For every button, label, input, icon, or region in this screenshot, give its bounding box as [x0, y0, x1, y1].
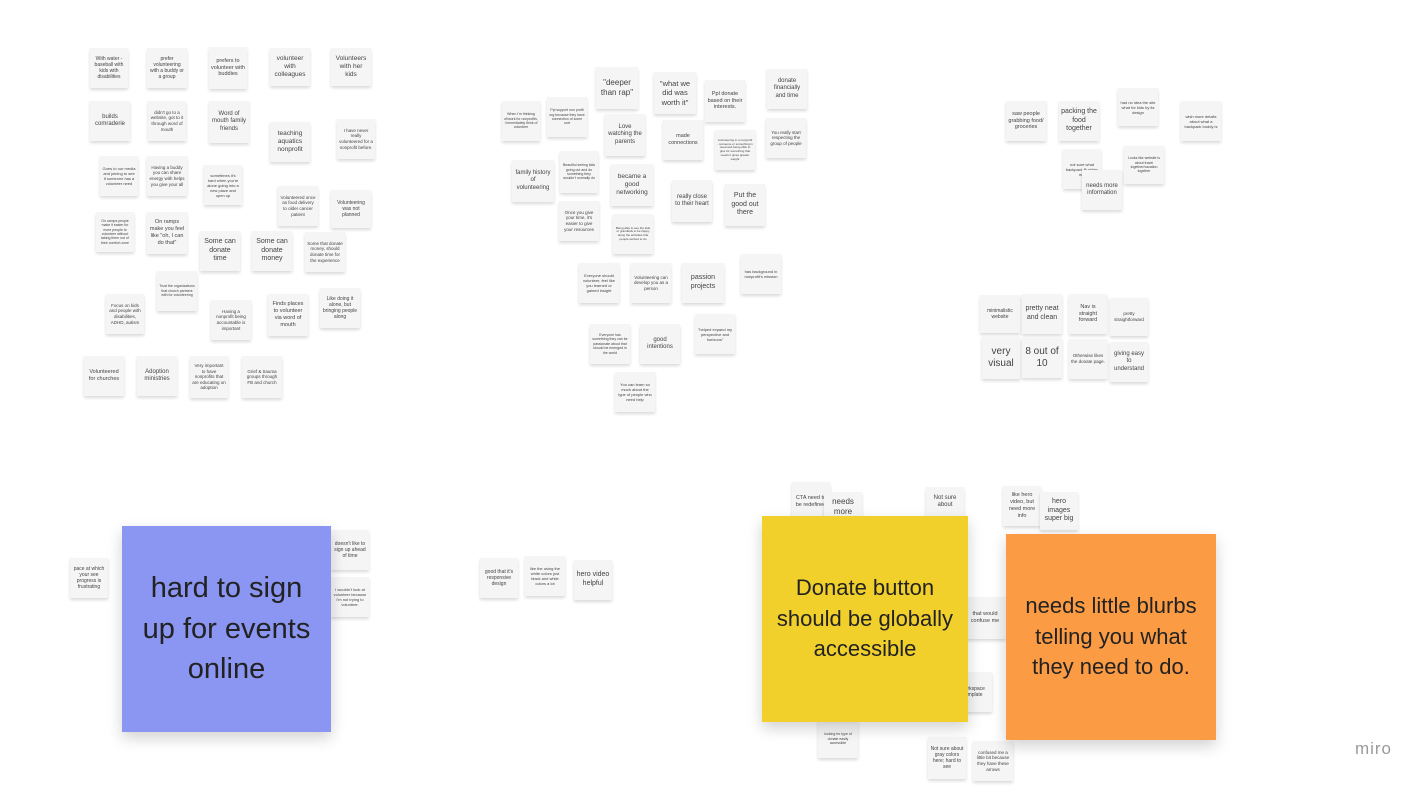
sticky-note[interactable]: Once you give your time, it's easier to … — [559, 201, 599, 241]
sticky-note[interactable]: volunteering in a nonprofit - someone or… — [715, 130, 755, 170]
sticky-note[interactable]: Otherwise likes the donate page. — [1069, 339, 1107, 379]
sticky-note[interactable]: like the using the white colors just bla… — [525, 556, 565, 596]
sticky-note[interactable]: like hero video, but need more info — [1003, 486, 1041, 526]
sticky-note[interactable]: pretty neat and clean — [1022, 294, 1062, 334]
sticky-note[interactable]: "deeper than rap" — [596, 67, 638, 109]
sticky-note[interactable]: made connections — [663, 120, 703, 160]
sticky-note[interactable]: pace at which your see progress is frust… — [70, 558, 108, 598]
sticky-note[interactable]: that would confuse me — [964, 597, 1006, 639]
sticky-note[interactable]: Not sure about gray colors here; hard to… — [928, 737, 966, 779]
sticky-note[interactable]: Finds places to volunteer via word of mo… — [268, 294, 308, 336]
sticky-note[interactable]: packing the food together — [1059, 101, 1099, 141]
sticky-note[interactable]: doesn't like to sign up ahead of time — [331, 530, 369, 570]
sticky-note[interactable]: You really start respecting the group of… — [766, 118, 806, 158]
sticky-note[interactable]: Ppl donate based on their interests. — [705, 80, 745, 122]
sticky-note[interactable]: Trust the organizations that church part… — [157, 271, 197, 311]
sticky-note[interactable]: volunteer with colleagues — [270, 48, 310, 86]
sticky-note[interactable]: prefer volunteering with a buddy or a gr… — [147, 48, 187, 88]
sticky-note[interactable]: needs more information — [1082, 170, 1122, 210]
sticky-note[interactable]: didn't go to a website, got to it throug… — [148, 101, 186, 141]
sticky-note[interactable]: saw people grabbing food/ groceries — [1006, 101, 1046, 141]
sticky-note[interactable]: family history of volunteering — [512, 160, 554, 202]
sticky-note[interactable]: CTA need to be redefined — [792, 482, 830, 522]
sticky-note[interactable]: Everyone should volunteer, feel like you… — [579, 263, 619, 303]
sticky-note[interactable]: Volunteered for churches — [84, 356, 124, 396]
sticky-note[interactable]: wish more details about what a backpack … — [1181, 101, 1221, 141]
sticky-note[interactable]: hero images super big — [1040, 492, 1078, 530]
sticky-note[interactable]: looking for type of donate easily access… — [818, 720, 858, 758]
sticky-note[interactable]: Very important to have nonprofits that a… — [190, 356, 228, 398]
sticky-note[interactable]: good that it's responsive design — [480, 558, 518, 598]
sticky-note[interactable]: Volunteering was not planned — [331, 190, 371, 228]
sticky-note[interactable]: really close to their heart — [672, 180, 712, 222]
sticky-note[interactable]: Having a buddy you can share energy with… — [147, 156, 187, 196]
sticky-note[interactable]: When I'm thinking of/work for nonprofits… — [502, 101, 540, 141]
sticky-note[interactable]: had no idea the site what for kids by it… — [1118, 88, 1158, 126]
sticky-note[interactable]: very visual — [982, 337, 1020, 379]
sticky-note[interactable]: Everyone has something they can be passi… — [590, 324, 630, 364]
sticky-note[interactable]: Love watching the parents — [605, 114, 645, 156]
sticky-note[interactable]: Grief & trauma groups through FB and chu… — [242, 356, 282, 398]
sticky-note[interactable]: Looks like website is about travel toget… — [1124, 146, 1164, 184]
sticky-note[interactable]: became a good networking — [611, 164, 653, 206]
sticky-note[interactable]: Put the good out there — [725, 184, 765, 226]
sticky-note[interactable]: Nav is straight forward — [1069, 294, 1107, 334]
sticky-note[interactable]: Some can donate time — [200, 231, 240, 271]
sticky-note[interactable]: Adoption ministries — [137, 356, 177, 396]
sticky-note[interactable]: hero video helpful — [574, 560, 612, 600]
sticky-note[interactable]: Volunteers with her kids — [331, 48, 371, 86]
sticky-note[interactable]: sometimes it's hard when you're alone go… — [204, 165, 242, 205]
sticky-note[interactable]: passion projects — [682, 263, 724, 303]
sticky-note[interactable]: 8 out of 10 — [1022, 338, 1062, 378]
sticky-note[interactable]: Goes to our media and joining to see if … — [100, 156, 138, 196]
sticky-note[interactable]: Some that donate money, should donate ti… — [305, 232, 345, 272]
sticky-note[interactable]: On ramps make you feel like "oh, I can d… — [147, 212, 187, 254]
sticky-note[interactable]: minimalistic website — [980, 295, 1020, 333]
large-sticky-note-orange[interactable]: needs little blurbs telling you what the… — [1006, 534, 1216, 740]
sticky-note[interactable]: builds comraderie — [90, 101, 130, 141]
sticky-note[interactable]: giving easy to understand — [1110, 342, 1148, 382]
sticky-note[interactable]: Beautiful seeing kids going out and do s… — [560, 151, 598, 193]
sticky-note[interactable]: has background in nonprofit's mission — [741, 254, 781, 294]
sticky-note[interactable]: Having a nonprofit being accountable is … — [211, 300, 251, 340]
sticky-note[interactable]: Volunteered once as food delivery to old… — [278, 186, 318, 226]
sticky-note[interactable]: I wouldn't look at volunteer because I'm… — [331, 577, 369, 617]
sticky-note[interactable]: You can learn so much about the type of … — [615, 372, 655, 412]
miro-logo: miro — [1354, 739, 1392, 758]
sticky-note[interactable]: pretty straightforward — [1110, 298, 1148, 336]
sticky-note[interactable]: Not sure about — [926, 487, 964, 517]
large-sticky-note-yellow[interactable]: Donate button should be globally accessi… — [762, 516, 968, 722]
sticky-note[interactable]: "what we did was worth it" — [654, 72, 696, 114]
large-sticky-note-blue[interactable]: hard to sign up for events online — [122, 526, 331, 732]
sticky-note[interactable]: donate financially and time — [767, 69, 807, 109]
sticky-note[interactable]: Focus on kids and people with disabiliti… — [106, 294, 144, 334]
sticky-note[interactable]: On camps people make it easier for more … — [96, 212, 134, 252]
sticky-note[interactable]: confused me a little bit because they ha… — [973, 741, 1013, 781]
sticky-note[interactable]: Some can donate money — [252, 231, 292, 271]
sticky-note[interactable]: I have never really volunteered for a no… — [337, 119, 375, 159]
sticky-note[interactable]: Like doing it alone, but bringing people… — [320, 288, 360, 328]
sticky-note[interactable]: With water - baseball with kids with dis… — [90, 48, 128, 88]
sticky-note[interactable]: "helped expand my perspective and horizo… — [695, 314, 735, 354]
sticky-note[interactable]: prefers to volunteer with buddies — [209, 47, 247, 89]
sticky-note[interactable]: Word of mouth family friends — [209, 101, 249, 143]
sticky-note[interactable]: good intentions — [640, 324, 680, 364]
sticky-note[interactable]: Volunteering can develop you as a person — [631, 263, 671, 303]
sticky-note[interactable]: Ppl support non profit org because they … — [547, 97, 587, 137]
sticky-note[interactable]: teaching aquatics nonprofit — [270, 122, 310, 162]
sticky-note[interactable]: Being able to see the kids or grandkids … — [613, 214, 653, 254]
